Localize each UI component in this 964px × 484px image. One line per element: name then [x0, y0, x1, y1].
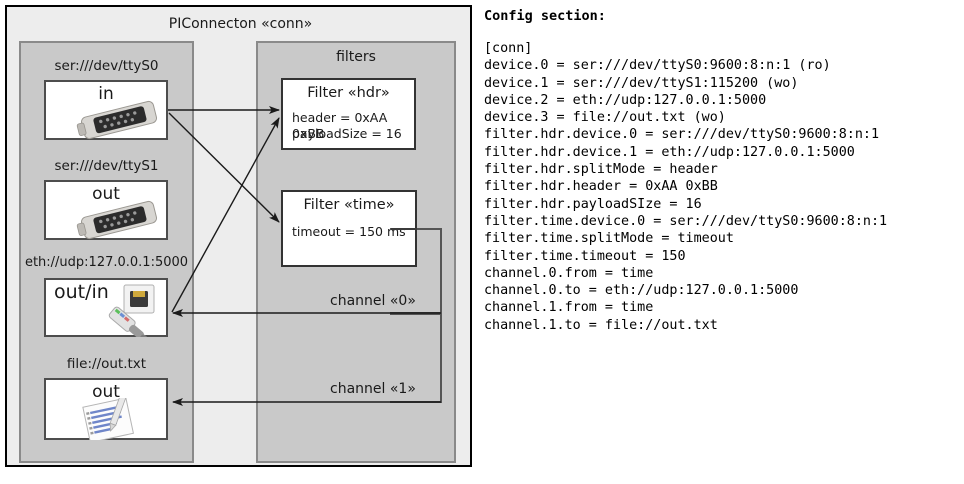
config-heading: Config section: [484, 8, 606, 24]
device-label-eth: eth://udp:127.0.0.1:5000 [24, 255, 189, 270]
ethernet-jack-icon [108, 284, 155, 337]
device-direction-eth: out/in [54, 281, 109, 303]
device-label-file: file://out.txt [66, 356, 147, 372]
filter-prop-hdr-payload: payloadSize = 16 [292, 126, 402, 141]
serial-port-icon [76, 200, 158, 240]
diagram-title: PIConnecton «conn» [168, 16, 313, 32]
filter-prop-time-timeout: timeout = 150 ms [292, 224, 406, 239]
device-direction-ttys1: out [92, 184, 120, 204]
device-direction-file: out [92, 382, 120, 402]
filter-title-hdr: Filter «hdr» [307, 85, 390, 101]
filter-prop-hdr-header: header = 0xAA 0xBB [292, 110, 388, 141]
device-box-eth[interactable]: out/in [44, 278, 168, 337]
architecture-diagram: PIConnecton «conn» ser:///dev/ttyS0 in [0, 0, 478, 484]
device-label-ttys1: ser:///dev/ttyS1 [54, 158, 159, 174]
text-file-icon [82, 398, 134, 440]
device-label-ttys0: ser:///dev/ttyS0 [54, 58, 159, 74]
config-section: Config section: [conn] device.0 = ser://… [484, 0, 964, 484]
channel-label-1: channel «1» [330, 381, 416, 397]
channel-label-0: channel «0» [330, 293, 416, 309]
device-direction-ttys0: in [98, 84, 114, 104]
config-text: [conn] device.0 = ser:///dev/ttyS0:9600:… [484, 41, 888, 333]
device-box-ttys0[interactable]: in [44, 80, 168, 140]
device-box-ttys1[interactable]: out [44, 180, 168, 240]
filter-title-time: Filter «time» [303, 197, 395, 213]
serial-port-icon [76, 100, 158, 140]
device-box-file[interactable]: out [44, 378, 168, 440]
filters-panel-title: filters [336, 49, 376, 65]
filter-box-hdr[interactable]: Filter «hdr» header = 0xAA 0xBB payloadS… [281, 78, 416, 150]
